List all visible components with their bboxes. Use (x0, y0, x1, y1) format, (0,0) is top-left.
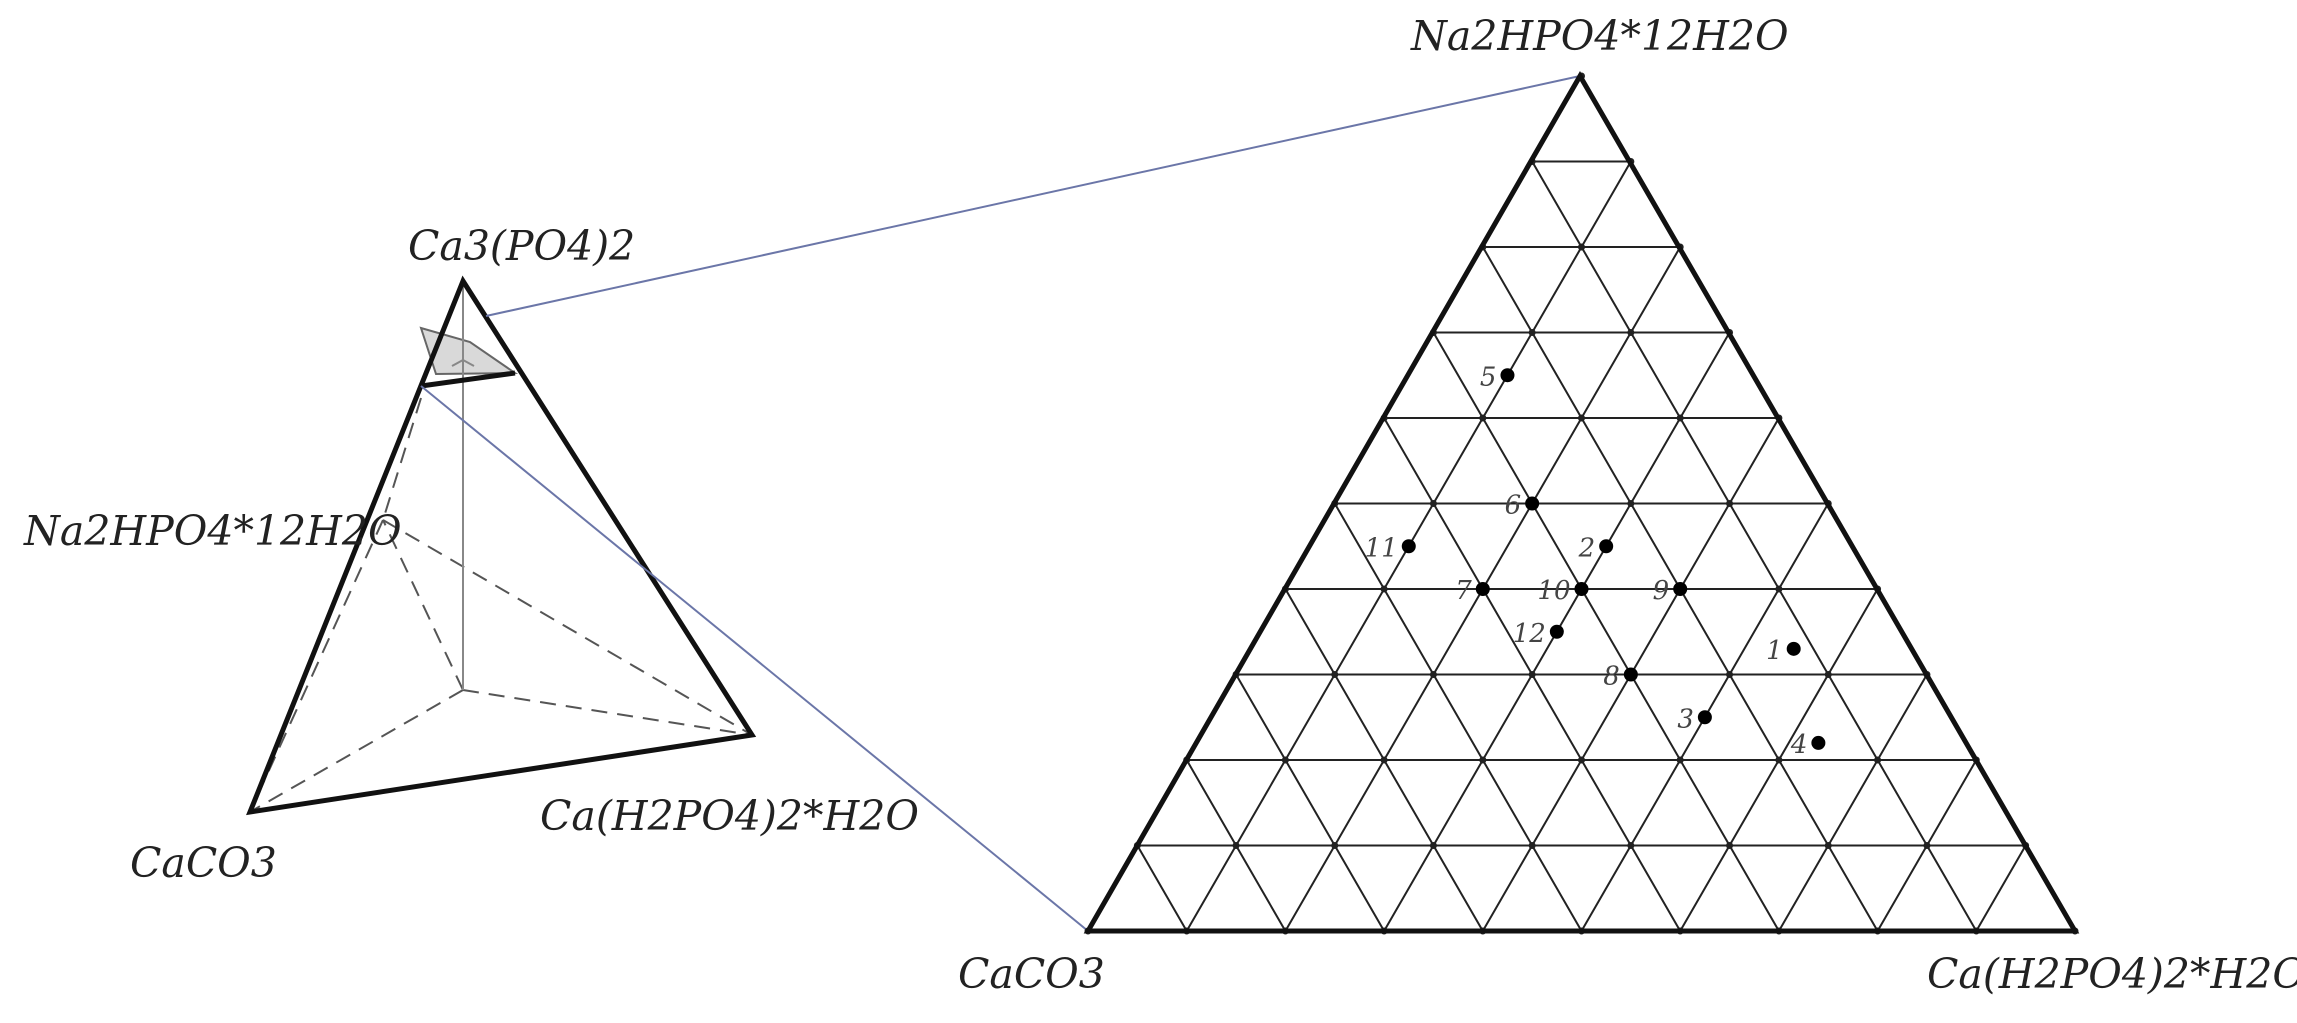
data-point-8 (1623, 667, 1638, 682)
grid-node (1726, 842, 1734, 849)
grid-line (1778, 674, 1928, 932)
grid-line (1333, 503, 1583, 932)
data-point-11 (1401, 539, 1416, 554)
grid-node (1528, 671, 1536, 678)
grid-node (1281, 756, 1289, 764)
grid-node (1479, 414, 1487, 422)
grid-line (1975, 845, 2027, 932)
hidden-edges (249, 397, 753, 813)
tetra-vertex-top: Ca3(PO4)2 (408, 222, 635, 270)
data-point-label-2: 2 (1578, 533, 1596, 563)
grid-node (1429, 671, 1437, 678)
grid-node (1627, 500, 1635, 507)
grid-node (1627, 329, 1635, 336)
grid-line (1136, 845, 1188, 932)
data-point-label-8: 8 (1603, 662, 1620, 692)
grid-node (1232, 842, 1240, 849)
cut-edge (420, 370, 516, 389)
ternary-outline (1083, 70, 2080, 934)
data-point-label-11: 11 (1365, 533, 1398, 563)
data-point-label-10: 10 (1537, 576, 1570, 606)
grid-node (1429, 842, 1437, 849)
grid-node (1824, 671, 1832, 678)
grid-line (1531, 161, 1978, 932)
tetra-vertex-left: CaCO3 (130, 839, 277, 887)
grid-node (1726, 500, 1734, 507)
data-point-3 (1697, 710, 1712, 725)
grid-node (1775, 756, 1783, 764)
data-point-label-3: 3 (1677, 704, 1694, 734)
tetrahedron: Ca3(PO4)2 Na2HPO4*12H2O CaCO3 Ca(H2PO4)2… (23, 222, 919, 887)
grid-node (1676, 414, 1684, 422)
data-point-label-4: 4 (1790, 730, 1808, 760)
data-point-9 (1673, 582, 1688, 596)
grid-node (1331, 671, 1339, 678)
grid-node (1775, 585, 1783, 593)
data-point-10 (1574, 582, 1589, 596)
grid-line (1235, 674, 1385, 932)
data-point-6 (1525, 496, 1540, 511)
grid-node (1923, 842, 1931, 849)
data-point-label-7: 7 (1455, 576, 1472, 606)
grid-node (1874, 756, 1882, 764)
grid-node (1676, 756, 1684, 764)
data-point-12 (1549, 624, 1564, 639)
ternary-vertex-top: Na2HPO4*12H2O (1410, 12, 1789, 60)
grid-node (1578, 243, 1585, 251)
tetra-vertex-right: Ca(H2PO4)2*H2O (540, 792, 919, 840)
grid-node (1479, 756, 1487, 764)
grid-node (1380, 585, 1388, 593)
data-point-1 (1786, 641, 1801, 656)
ternary-vertex-right: Ca(H2PO4)2*H2O (1927, 950, 2297, 998)
ternary-vertex-left: CaCO3 (958, 950, 1105, 998)
data-point-label-5: 5 (1480, 362, 1497, 392)
data-point-label-6: 6 (1505, 491, 1522, 521)
data-point-2 (1599, 539, 1614, 554)
grid-node (1578, 756, 1585, 764)
grid-node (1528, 329, 1536, 336)
data-point-label-1: 1 (1766, 636, 1783, 666)
grid-line (1432, 332, 1780, 932)
grid-node (1578, 414, 1585, 422)
grid-node (1726, 671, 1734, 678)
data-point-label-9: 9 (1653, 576, 1670, 606)
grid-node (1824, 842, 1832, 849)
tetrahedron-outline (246, 275, 757, 816)
grid-node (1627, 842, 1635, 849)
data-point-label-12: 12 (1513, 619, 1546, 649)
data-point-4 (1811, 735, 1826, 750)
data-point-5 (1500, 368, 1515, 383)
inner-marks (451, 347, 475, 367)
tetra-vertex-back: Na2HPO4*12H2O (23, 507, 402, 555)
grid-node (1429, 500, 1437, 507)
data-point-7 (1475, 582, 1490, 596)
connector-lines (420, 75, 1581, 932)
grid-node (1528, 842, 1536, 849)
grid-node (1380, 756, 1388, 764)
grid-node (1331, 842, 1339, 849)
